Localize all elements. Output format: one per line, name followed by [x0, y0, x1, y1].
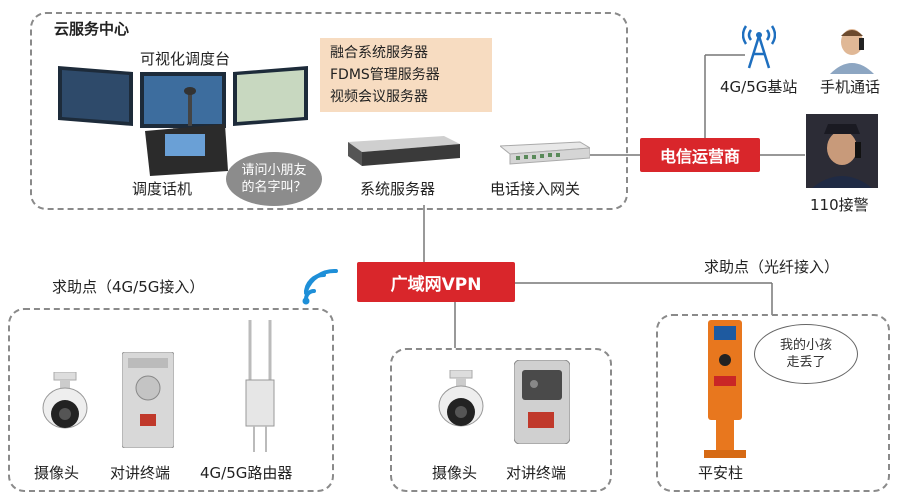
camera-icon	[438, 370, 484, 427]
lost-child-speech-bubble: 我的小孩 走丢了	[754, 324, 858, 384]
phone-gateway-label: 电话接入网关	[490, 180, 581, 198]
telecom-operator-box: 电信运营商	[640, 138, 760, 172]
help-point-4g-box	[8, 308, 334, 492]
intercom-terminal-icon	[122, 352, 174, 448]
lost-child-bubble-line1: 我的小孩	[779, 338, 832, 353]
question-speech-bubble: 请问小朋友 的名字叫？	[226, 152, 322, 206]
intercom-label: 对讲终端	[506, 464, 567, 482]
help-point-middle-box	[390, 348, 612, 492]
cloud-service-center-box	[30, 12, 628, 210]
camera-label: 摄像头	[432, 464, 478, 482]
server-item: FDMS管理服务器	[330, 67, 440, 83]
help-point-fiber-title: 求助点（光纤接入）	[704, 258, 840, 276]
police-officer-icon	[806, 114, 878, 188]
question-bubble-line1: 请问小朋友	[241, 163, 307, 178]
safety-pillar-label: 平安柱	[698, 464, 744, 482]
camera-icon	[42, 372, 88, 429]
help-point-fiber-box	[656, 314, 890, 492]
mobile-caller-icon	[830, 29, 874, 74]
visual-console-label: 可视化调度台	[140, 50, 231, 68]
mobile-call-label: 手机通话	[820, 78, 881, 96]
police-label: 110接警	[810, 196, 869, 214]
help-point-4g-title: 求助点（4G/5G接入）	[52, 278, 205, 296]
system-server-label: 系统服务器	[360, 180, 436, 198]
system-server-icon	[348, 136, 460, 166]
dispatch-phone-label: 调度话机	[132, 180, 193, 198]
monitor-wall-icon	[58, 66, 308, 136]
router-label: 4G/5G路由器	[200, 464, 293, 482]
safety-pillar-icon	[704, 320, 746, 458]
intercom-label: 对讲终端	[110, 464, 171, 482]
camera-label: 摄像头	[34, 464, 80, 482]
dispatch-phone-icon	[145, 87, 228, 176]
lost-child-bubble-line2: 走丢了	[786, 355, 826, 370]
base-station-label: 4G/5G基站	[720, 78, 798, 96]
server-item: 视频会议服务器	[330, 89, 428, 105]
router-icon	[245, 320, 275, 452]
server-item: 融合系统服务器	[330, 45, 428, 61]
wan-vpn-box: 广域网VPN	[357, 262, 515, 302]
intercom-terminal-icon	[514, 360, 570, 444]
server-list-box: 融合系统服务器 FDMS管理服务器 视频会议服务器	[320, 38, 492, 112]
question-bubble-line2: 的名字叫？	[241, 180, 307, 195]
cloud-service-center-title: 云服务中心	[54, 20, 130, 38]
wifi-signal-icon	[302, 268, 338, 305]
phone-gateway-icon	[500, 141, 590, 165]
cell-tower-icon	[742, 25, 776, 69]
